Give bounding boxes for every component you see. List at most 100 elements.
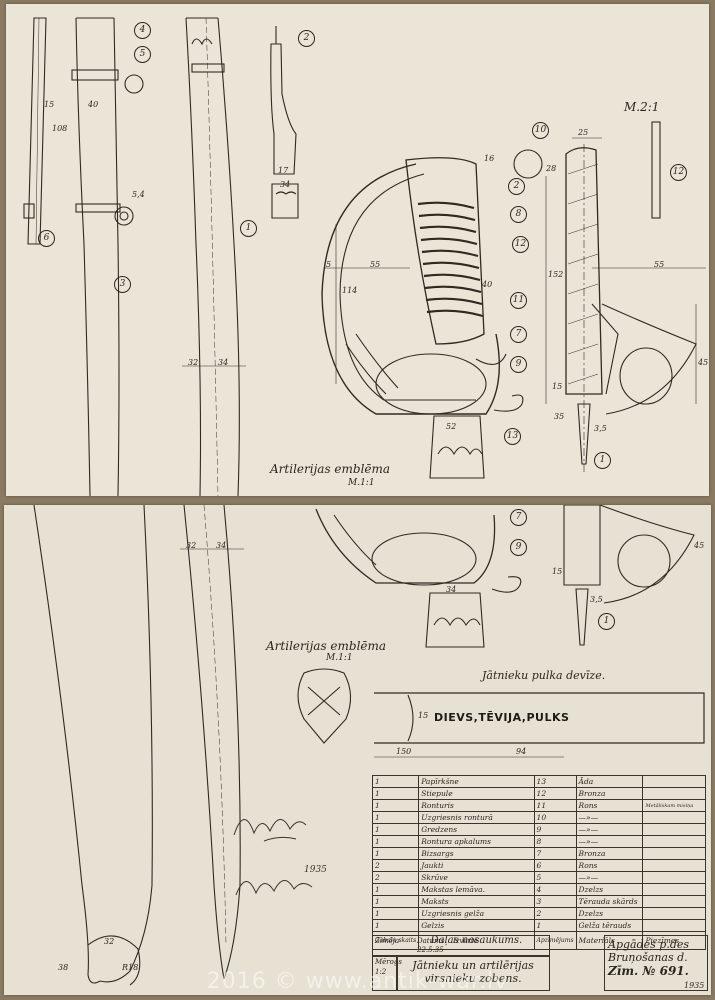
title-block-meta: Zīmēja Datums Izvērtē 22.5.35 [372, 935, 550, 957]
scale-value: 1:2 [375, 968, 387, 976]
part-material: Gelža tērauds [575, 919, 644, 932]
signature-scribbles [233, 819, 313, 896]
bottom-dim-15: 15 [552, 567, 563, 576]
callout-12b: 12 [670, 164, 687, 181]
callout-2: 2 [298, 30, 315, 47]
drawing-sheet-top: M.2:1 Artilerijas emblēma M.1:1 4 5 2 3 … [6, 4, 709, 496]
part-material: Bronza [575, 787, 644, 800]
part-note [642, 883, 706, 896]
part-note [642, 859, 706, 872]
dim-5: 5 [326, 260, 332, 269]
callout-2b: 2 [508, 178, 525, 195]
callout-10: 10 [532, 122, 549, 139]
part-note [642, 907, 706, 920]
part-name: Maksts [418, 895, 535, 908]
part-material: Tērauda skārds [575, 895, 644, 908]
dim-35: 35 [554, 412, 565, 421]
motto-dim-15: 15 [418, 711, 429, 720]
part-qty: 1 [371, 883, 420, 896]
callout-9: 9 [510, 356, 527, 373]
part-name: Papīrkšne [418, 775, 535, 788]
part-note [642, 787, 706, 800]
motto-text: DIEVS,TĒVIJA,PULKS [434, 711, 570, 724]
part-number: 11 [533, 799, 577, 812]
bottom-dim-34: 34 [216, 541, 227, 550]
part-qty: 1 [371, 907, 420, 920]
part-note: Metāliskam misiņa [642, 799, 706, 812]
part-name: Ronturis [418, 799, 535, 812]
part-qty: 1 [371, 919, 420, 932]
part-note [642, 823, 706, 836]
date-label: Datums [417, 937, 445, 945]
callout-5: 5 [134, 46, 151, 63]
part-number: 5 [533, 871, 577, 884]
part-material: Āda [575, 775, 644, 788]
part-material: Rons [575, 799, 644, 812]
top-scale-label: M.2:1 [624, 100, 660, 114]
part-qty: 2 [371, 859, 420, 872]
callout-11: 11 [510, 292, 527, 309]
bottom-dim-r18: R18 [122, 963, 139, 972]
bottom-dim-32: 32 [186, 541, 197, 550]
blade-outline [185, 17, 202, 496]
scabbard-lower-left [33, 505, 89, 976]
title-line-1: Jātnieku un artilērijas [412, 959, 534, 972]
part-name: Gredzens [418, 823, 535, 836]
part-note [642, 835, 706, 848]
dim-40: 40 [88, 100, 99, 109]
part-material: —»— [575, 811, 644, 824]
part-name: Bizsargs [418, 847, 535, 860]
dim-15: 15 [44, 100, 55, 109]
part-material: Rons [575, 859, 644, 872]
part-material: Dzelzs [575, 883, 644, 896]
motto-dim-94: 94 [516, 747, 527, 756]
callout-13: 13 [504, 428, 521, 445]
part-note [642, 775, 706, 788]
callout-6: 6 [38, 230, 55, 247]
part-material: —»— [575, 871, 644, 884]
scale-cell: Mērogs 1:2 [372, 955, 402, 991]
dim-25: 25 [578, 128, 589, 137]
callout-7: 7 [510, 326, 527, 343]
part-name: Stiepule [418, 787, 535, 800]
part-note [642, 895, 706, 908]
part-qty: 2 [371, 871, 420, 884]
bottom-emblem-scale: M.1:1 [326, 653, 353, 663]
dim-55b: 55 [654, 260, 665, 269]
bottom-dim-32b: 32 [104, 937, 115, 946]
top-emblem-scale: M.1:1 [348, 478, 375, 488]
part-qty: 1 [371, 895, 420, 908]
drawing-year: 1935 [684, 981, 705, 990]
top-emblem-label: Artilerijas emblēma [270, 462, 391, 476]
motto-label: Jātnieku pulka devīze. [482, 669, 606, 682]
part-number: 2 [533, 907, 577, 920]
bottom-dim-34b: 34 [446, 585, 457, 594]
part-name: Jaukti [418, 859, 535, 872]
part-qty: 1 [371, 811, 420, 824]
part-name: Uzgriesnis ronturā [418, 811, 535, 824]
date-value: 22.5.35 [417, 946, 444, 954]
dim-16: 16 [484, 154, 495, 163]
scabbard-outline-right [113, 17, 120, 496]
part-qty: 1 [371, 847, 420, 860]
callout-8: 8 [510, 206, 527, 223]
part-number: 12 [533, 787, 577, 800]
part-number: 1 [533, 919, 577, 932]
part-number: 9 [533, 823, 577, 836]
part-material: —»— [575, 835, 644, 848]
bottom-dim-3-5: 3,5 [590, 595, 603, 604]
dim-152: 152 [548, 270, 564, 279]
part-number: 3 [533, 895, 577, 908]
callout-12: 12 [512, 236, 529, 253]
callout-1: 1 [240, 220, 257, 237]
part-material: —»— [575, 823, 644, 836]
part-material: Dzelzs [575, 907, 644, 920]
top-sheet-drawing [23, 17, 706, 496]
